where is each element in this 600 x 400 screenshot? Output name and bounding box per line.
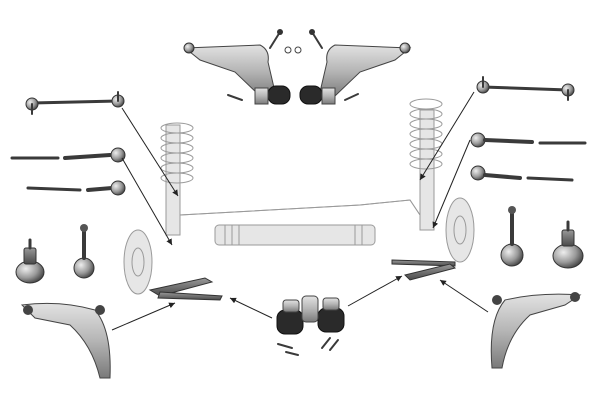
ball-joint-left-small [73, 224, 95, 279]
tie-rod-left-upper [10, 147, 126, 163]
bolt-icon [227, 93, 359, 101]
ball-joint-right-small [500, 206, 524, 267]
callout-arrows [111, 91, 489, 331]
lower-control-arm-right [490, 292, 582, 369]
bushing-icon [301, 295, 319, 323]
upper-control-arm-right [299, 29, 412, 105]
bolt-icon [277, 337, 339, 356]
tie-rod-right-lower [470, 165, 574, 182]
ball-joint-left-large [15, 238, 45, 284]
left-wheel-hub [123, 229, 153, 295]
bushing-set-center [276, 295, 345, 335]
lower-control-arm-left [20, 302, 111, 379]
ball-joint-right-large [552, 220, 584, 269]
left-strut-spring [160, 122, 194, 236]
bushing-icon [254, 85, 291, 105]
bushing-icon [276, 299, 304, 335]
chassis-assembly [123, 98, 475, 295]
upper-control-arm-left [183, 29, 291, 105]
tie-rod-right-upper [470, 132, 587, 148]
bushing-icon [299, 85, 336, 105]
front-link-right [391, 259, 457, 281]
stabilizer-link-left [25, 91, 125, 115]
tie-rod-left-lower [26, 180, 126, 196]
stabilizer-link-right [476, 76, 575, 101]
right-strut-spring [409, 98, 443, 231]
right-wheel-hub [445, 197, 475, 263]
steering-rack [214, 224, 376, 246]
hardware-washers [284, 46, 302, 54]
bushing-icon [317, 297, 345, 333]
front-link-left [148, 277, 223, 301]
